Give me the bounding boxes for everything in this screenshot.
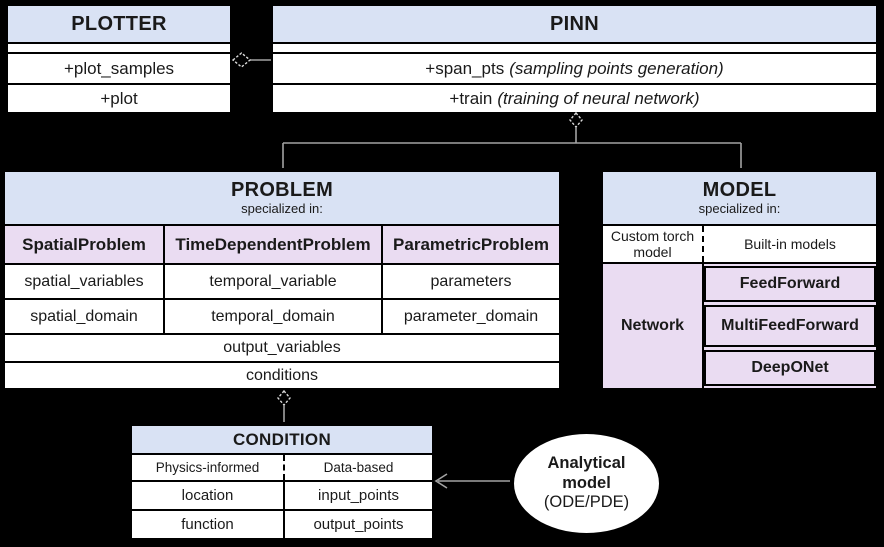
method-name: +train [449, 88, 493, 108]
problem-title: PROBLEM [230, 179, 334, 202]
plotter-method-plot-samples: +plot_samples [8, 54, 230, 85]
attr-output-points: output_points [313, 516, 404, 533]
plotter-title: PLOTTER [71, 12, 167, 35]
problem-attr-row-2: spatial_domain temporal_domain parameter… [5, 300, 559, 335]
aggregation-diamond-plotter [231, 52, 252, 68]
condition-physics-informed-label: Physics-informed [132, 455, 285, 480]
attr-conditions: conditions [245, 366, 319, 384]
open-arrowhead-icon [434, 473, 448, 489]
connector-pinn-children [282, 127, 742, 168]
model-network-cell: Network [603, 264, 704, 388]
pinn-class-box: PINN +span_pts (sampling points generati… [271, 4, 878, 114]
attr-temporal-variable: temporal_variable [165, 265, 383, 298]
attr-function: function [132, 511, 285, 538]
method-note: (training of neural network) [497, 88, 700, 108]
plotter-empty-compartment [8, 44, 230, 54]
subclass-spatial-problem: SpatialProblem [5, 226, 165, 263]
condition-title: CONDITION [232, 429, 332, 449]
analytical-line3: (ODE/PDE) [543, 493, 630, 512]
pinn-title: PINN [550, 12, 599, 35]
attr-input-points: input_points [318, 487, 399, 504]
plotter-method-plot: +plot [100, 88, 138, 108]
problem-class-box: PROBLEM specialized in: SpatialProblem T… [3, 170, 561, 390]
condition-class-box: CONDITION Physics-informed Data-based lo… [130, 424, 434, 540]
problem-attr-row-1: spatial_variables temporal_variable para… [5, 265, 559, 300]
plotter-class-box: PLOTTER +plot_samples +plot [6, 4, 232, 114]
model-builtin-stack: FeedForward MultiFeedForward DeepONet [704, 264, 876, 388]
problem-header: PROBLEM specialized in: [5, 172, 559, 226]
analytical-line2: model [562, 473, 611, 492]
analytical-line1: Analytical [547, 454, 626, 473]
problem-subtitle: specialized in: [241, 201, 323, 217]
subclass-time-dependent-problem: TimeDependentProblem [165, 226, 383, 263]
analytical-model-ellipse: Analytical model (ODE/PDE) [512, 432, 661, 535]
attr-location: location [132, 482, 285, 509]
aggregation-diamond-pinn [569, 111, 583, 129]
model-body: Network FeedForward MultiFeedForward Dee… [603, 264, 876, 388]
condition-attr-row-2: function output_points [132, 511, 432, 538]
model-multifeedforward: MultiFeedForward [704, 305, 876, 347]
aggregation-diamond-problem [277, 389, 291, 407]
model-header: MODEL specialized in: [603, 172, 876, 226]
model-kind-row: Custom torch model Built-in models [603, 226, 876, 264]
pinn-method-train: +train (training of neural network) [273, 85, 876, 112]
pinn-method-span-pts: +span_pts (sampling points generation) [273, 54, 876, 85]
method-name: +span_pts [425, 58, 505, 78]
model-class-box: MODEL specialized in: Custom torch model… [601, 170, 878, 390]
condition-data-based-label: Data-based [323, 460, 394, 475]
model-subtitle: specialized in: [698, 201, 781, 217]
model-feedforward: FeedForward [704, 266, 876, 302]
subclass-parametric-problem: ParametricProblem [393, 234, 549, 254]
condition-attr-row-1: location input_points [132, 482, 432, 511]
model-custom-torch-label: Custom torch model [603, 226, 704, 262]
attr-spatial-variables: spatial_variables [5, 265, 165, 298]
attr-output-variables: output_variables [5, 335, 559, 363]
model-title: MODEL [702, 179, 777, 202]
pinn-header: PINN [273, 6, 876, 44]
model-builtin-label: Built-in models [744, 235, 836, 252]
attr-parameter-domain: parameter_domain [403, 307, 539, 325]
condition-header: CONDITION [132, 426, 432, 455]
method-note: (sampling points generation) [509, 58, 724, 78]
model-deeponet: DeepONet [704, 350, 876, 386]
pinn-empty-compartment [273, 44, 876, 54]
condition-kind-row: Physics-informed Data-based [132, 455, 432, 482]
attr-spatial-domain: spatial_domain [5, 300, 165, 333]
problem-subclass-row: SpatialProblem TimeDependentProblem Para… [5, 226, 559, 265]
attr-parameters: parameters [430, 272, 512, 290]
attr-temporal-domain: temporal_domain [165, 300, 383, 333]
plotter-header: PLOTTER [8, 6, 230, 44]
